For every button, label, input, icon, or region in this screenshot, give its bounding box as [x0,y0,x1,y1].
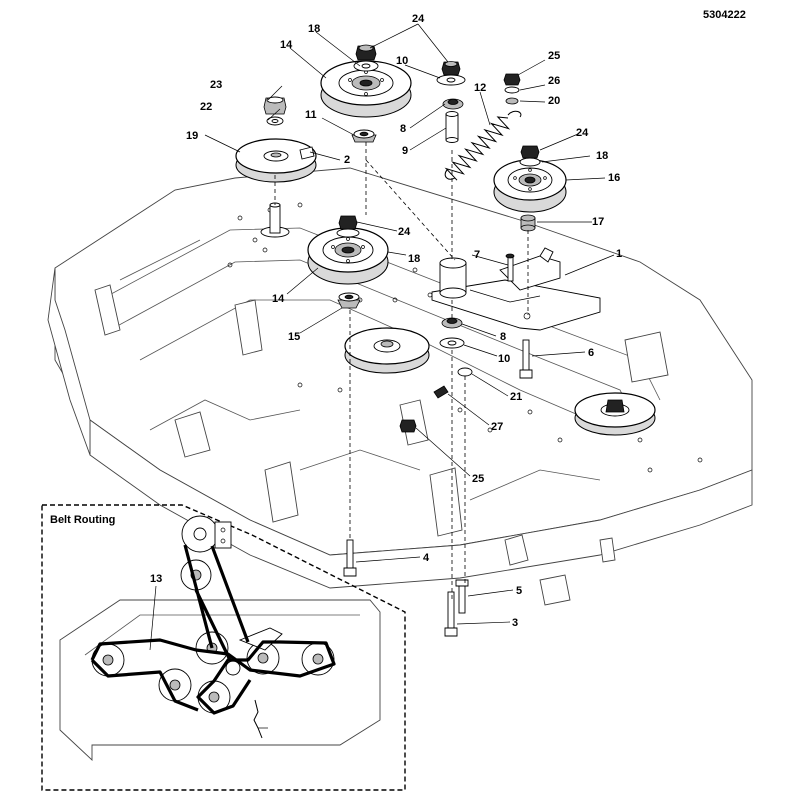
callout-4: 4 [423,552,430,564]
callout-8: 8 [500,331,506,343]
bolt-5 [455,579,469,614]
nut-25-lower [399,419,417,433]
callout-15: 15 [288,331,300,343]
nut-24-center [338,215,358,230]
callout-13: 13 [150,573,162,585]
idler-pulley-14-top [320,60,412,118]
bolt-6 [519,339,533,379]
callout-19: 19 [186,130,198,142]
washer-10-lower [439,337,465,349]
callout-labels: 24 18 14 10 25 26 20 12 23 22 11 8 9 19 … [150,13,622,629]
callout-18: 18 [596,150,608,162]
callout-24: 24 [398,226,411,238]
callout-17: 17 [592,216,604,228]
callout-18: 18 [308,23,320,35]
nut-23 [263,96,287,115]
washer-21 [457,367,473,377]
washer-18-center [336,228,360,238]
belt-routing-inset: Belt Routing [41,504,406,791]
bolt-2 [299,146,315,160]
bushing-11 [351,129,377,143]
callout-20: 20 [548,95,560,107]
callout-1: 1 [616,248,622,260]
bushing-15 [337,292,361,309]
spacer-9 [445,111,459,143]
callout-9: 9 [402,145,408,157]
leader-lines [204,23,615,625]
inset-drive-belt [183,544,250,661]
washer-18-right [519,157,541,167]
callout-18: 18 [408,253,420,265]
idler-arm-bracket [431,247,601,331]
washer-22 [266,116,284,126]
callout-26: 26 [548,75,560,87]
right-deck-pulley [574,392,656,436]
callout-10: 10 [498,353,510,365]
extension-spring-12 [444,110,522,181]
callout-12: 12 [474,82,486,94]
callout-21: 21 [510,391,522,403]
idler-pulley-19 [235,138,317,183]
callout-5: 5 [516,585,522,597]
callout-25: 25 [472,473,484,485]
inset-deck-belt [90,638,336,715]
nut-25-top [503,73,521,86]
part-number: 5304222 [703,9,746,21]
callout-25: 25 [548,50,560,62]
nut-24-column [441,61,461,76]
callout-8: 8 [400,123,406,135]
callout-24: 24 [412,13,425,25]
callout-14: 14 [272,293,285,305]
bearing-8-top [442,98,464,110]
idler-pulley-14-center [307,227,389,285]
callout-2: 2 [344,154,350,166]
inset-title: Belt Routing [50,514,115,526]
callout-3: 3 [512,617,518,629]
inset-engine-pulley [181,515,232,553]
nut-24-right [520,145,540,159]
inset-idler-left [158,668,192,702]
spring-pin-27 [433,385,449,399]
idler-pulley-16 [493,159,567,213]
callout-16: 16 [608,172,620,184]
alignment-lines [274,142,529,600]
callout-7: 7 [474,249,480,261]
nut-24-top [355,44,377,61]
callout-14: 14 [280,39,293,51]
callout-11: 11 [305,109,317,121]
center-deck-pulley [344,327,430,374]
callout-24: 24 [576,127,589,139]
bolt-3 [444,591,458,637]
callout-10: 10 [396,55,408,67]
washer-10-top [436,74,466,86]
bearing-8-lower [441,317,463,329]
washer-26 [504,86,520,94]
callout-23: 23 [210,79,222,91]
callout-6: 6 [588,347,594,359]
spacer-17 [520,214,536,232]
callout-22: 22 [200,101,212,113]
bolt-4 [343,539,357,577]
spacer-20 [505,97,519,105]
callout-27: 27 [491,421,503,433]
washer-18-top [353,60,379,72]
